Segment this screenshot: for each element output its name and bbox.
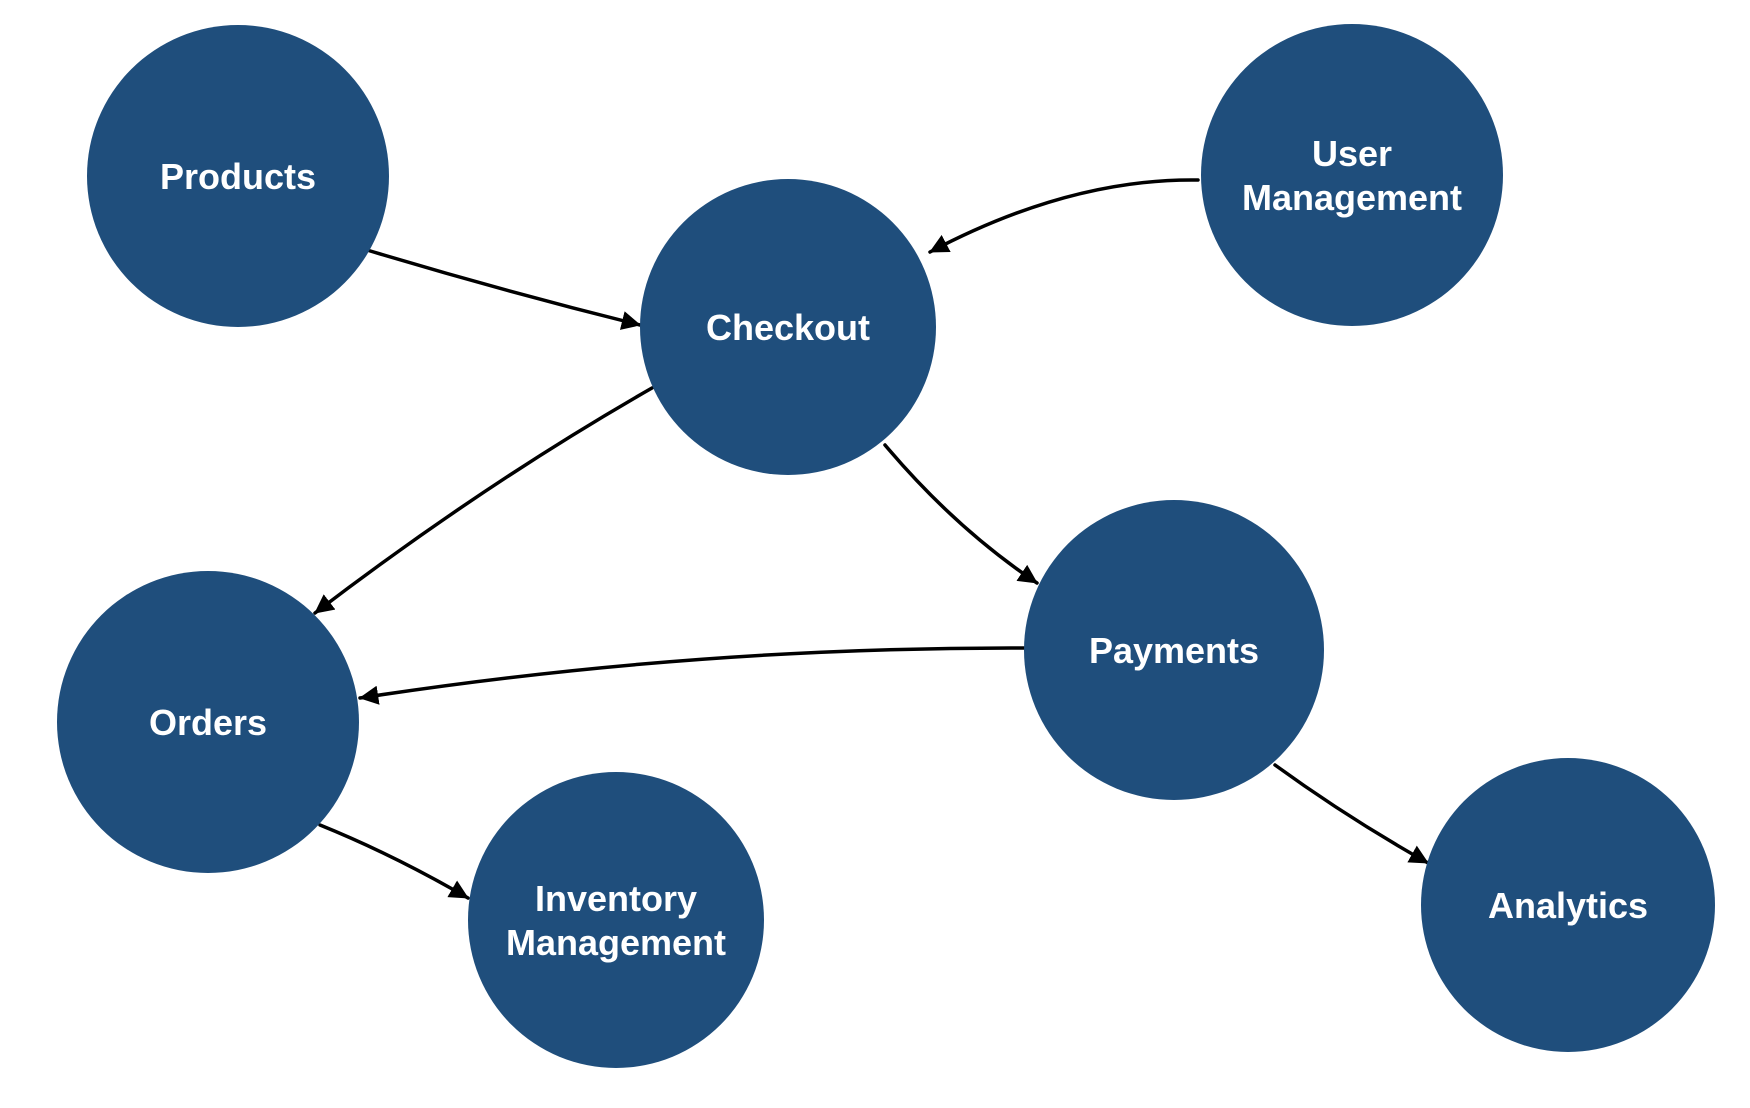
node-orders: Orders <box>57 571 359 873</box>
edge-checkout-to-orders <box>313 386 654 615</box>
node-label-orders: Orders <box>149 702 267 743</box>
node-label-analytics: Analytics <box>1488 885 1648 926</box>
node-label-line: Management <box>1242 177 1462 218</box>
edge-user-management-to-checkout <box>928 178 1200 254</box>
edge-checkout-to-payments <box>883 443 1039 585</box>
node-label-line: Analytics <box>1488 885 1648 926</box>
node-payments: Payments <box>1024 500 1324 800</box>
node-products: Products <box>87 25 389 327</box>
node-label-payments: Payments <box>1089 630 1259 671</box>
node-label-line: Orders <box>149 702 267 743</box>
node-label-line: Payments <box>1089 630 1259 671</box>
node-label-line: User <box>1312 133 1392 174</box>
node-label-checkout: Checkout <box>706 307 870 348</box>
node-checkout: Checkout <box>640 179 936 475</box>
node-circle-user-management <box>1201 24 1503 326</box>
node-label-products: Products <box>160 156 316 197</box>
node-label-line: Management <box>506 922 726 963</box>
node-circle-payments <box>1024 500 1324 800</box>
node-circle-checkout <box>640 179 936 475</box>
node-label-line: Inventory <box>535 878 697 919</box>
edge-payments-to-orders <box>358 646 1026 705</box>
node-circle-analytics <box>1421 758 1715 1052</box>
node-circle-inventory-management <box>468 772 764 1068</box>
node-label-line: Products <box>160 156 316 197</box>
edge-orders-to-inventory-management <box>318 823 470 900</box>
edge-payments-to-analytics <box>1273 763 1430 865</box>
node-circle-products <box>87 25 389 327</box>
node-circle-orders <box>57 571 359 873</box>
node-label-line: Checkout <box>706 307 870 348</box>
node-analytics: Analytics <box>1421 758 1715 1052</box>
edge-products-to-checkout <box>365 248 642 330</box>
